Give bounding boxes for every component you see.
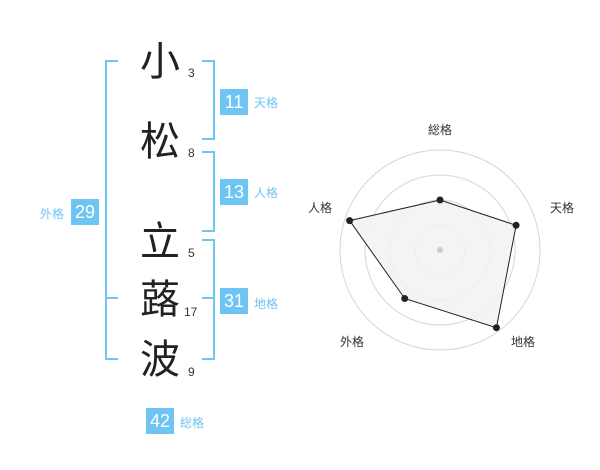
radar-polygon: [348, 199, 517, 329]
radar-grid-ring: [364, 174, 516, 326]
name-char-2: 松: [140, 119, 180, 165]
name-char-1: 小: [140, 39, 180, 85]
soukaku-badge: 42: [146, 408, 174, 434]
radar-point-5: [346, 217, 354, 225]
tenkaku-label: 天格: [254, 96, 279, 110]
gaikaku-label: 外格: [40, 207, 65, 221]
gaikaku-badge: 29: [71, 199, 99, 225]
name-char-3: 立: [140, 219, 180, 265]
radar-shape: [348, 199, 517, 329]
gaikaku-bracket: [105, 60, 118, 360]
stroke-count-3: 5: [188, 246, 195, 260]
chikaku-bracket: [202, 239, 215, 360]
radar-axis-label-jinkaku: 人格: [308, 201, 333, 215]
jinkaku-bracket: [202, 151, 215, 232]
stroke-count-2: 8: [188, 146, 195, 160]
jinkaku-badge: 13: [220, 179, 248, 205]
bracket-group: [105, 60, 215, 360]
radar-axis-label-tenkaku: 天格: [550, 201, 575, 215]
radar-point-3: [492, 324, 500, 332]
radar-axis-label-gaikaku: 外格: [340, 335, 365, 349]
radar-point-2: [512, 221, 520, 229]
chikaku-label: 地格: [254, 297, 279, 311]
chikaku-badge: 31: [220, 288, 248, 314]
soukaku-label: 総格: [180, 416, 205, 430]
jinkaku-label: 人格: [254, 186, 279, 200]
radar-point-1: [436, 196, 444, 204]
tenkaku-badge: 11: [220, 89, 248, 115]
stroke-count-4: 17: [184, 305, 198, 319]
radar-center-dot: [437, 247, 443, 253]
radar-axis-label-soukaku: 総格: [428, 123, 453, 137]
stroke-count-5: 9: [188, 365, 195, 379]
name-char-4: 蕗: [140, 277, 180, 323]
radar-point-4: [401, 295, 409, 302]
stroke-count-1: 3: [188, 66, 195, 80]
radar-axis-label-chikaku: 地格: [511, 335, 536, 349]
tenkaku-bracket: [202, 60, 215, 140]
radar-points: [346, 196, 520, 332]
name-char-5: 波: [140, 337, 180, 383]
